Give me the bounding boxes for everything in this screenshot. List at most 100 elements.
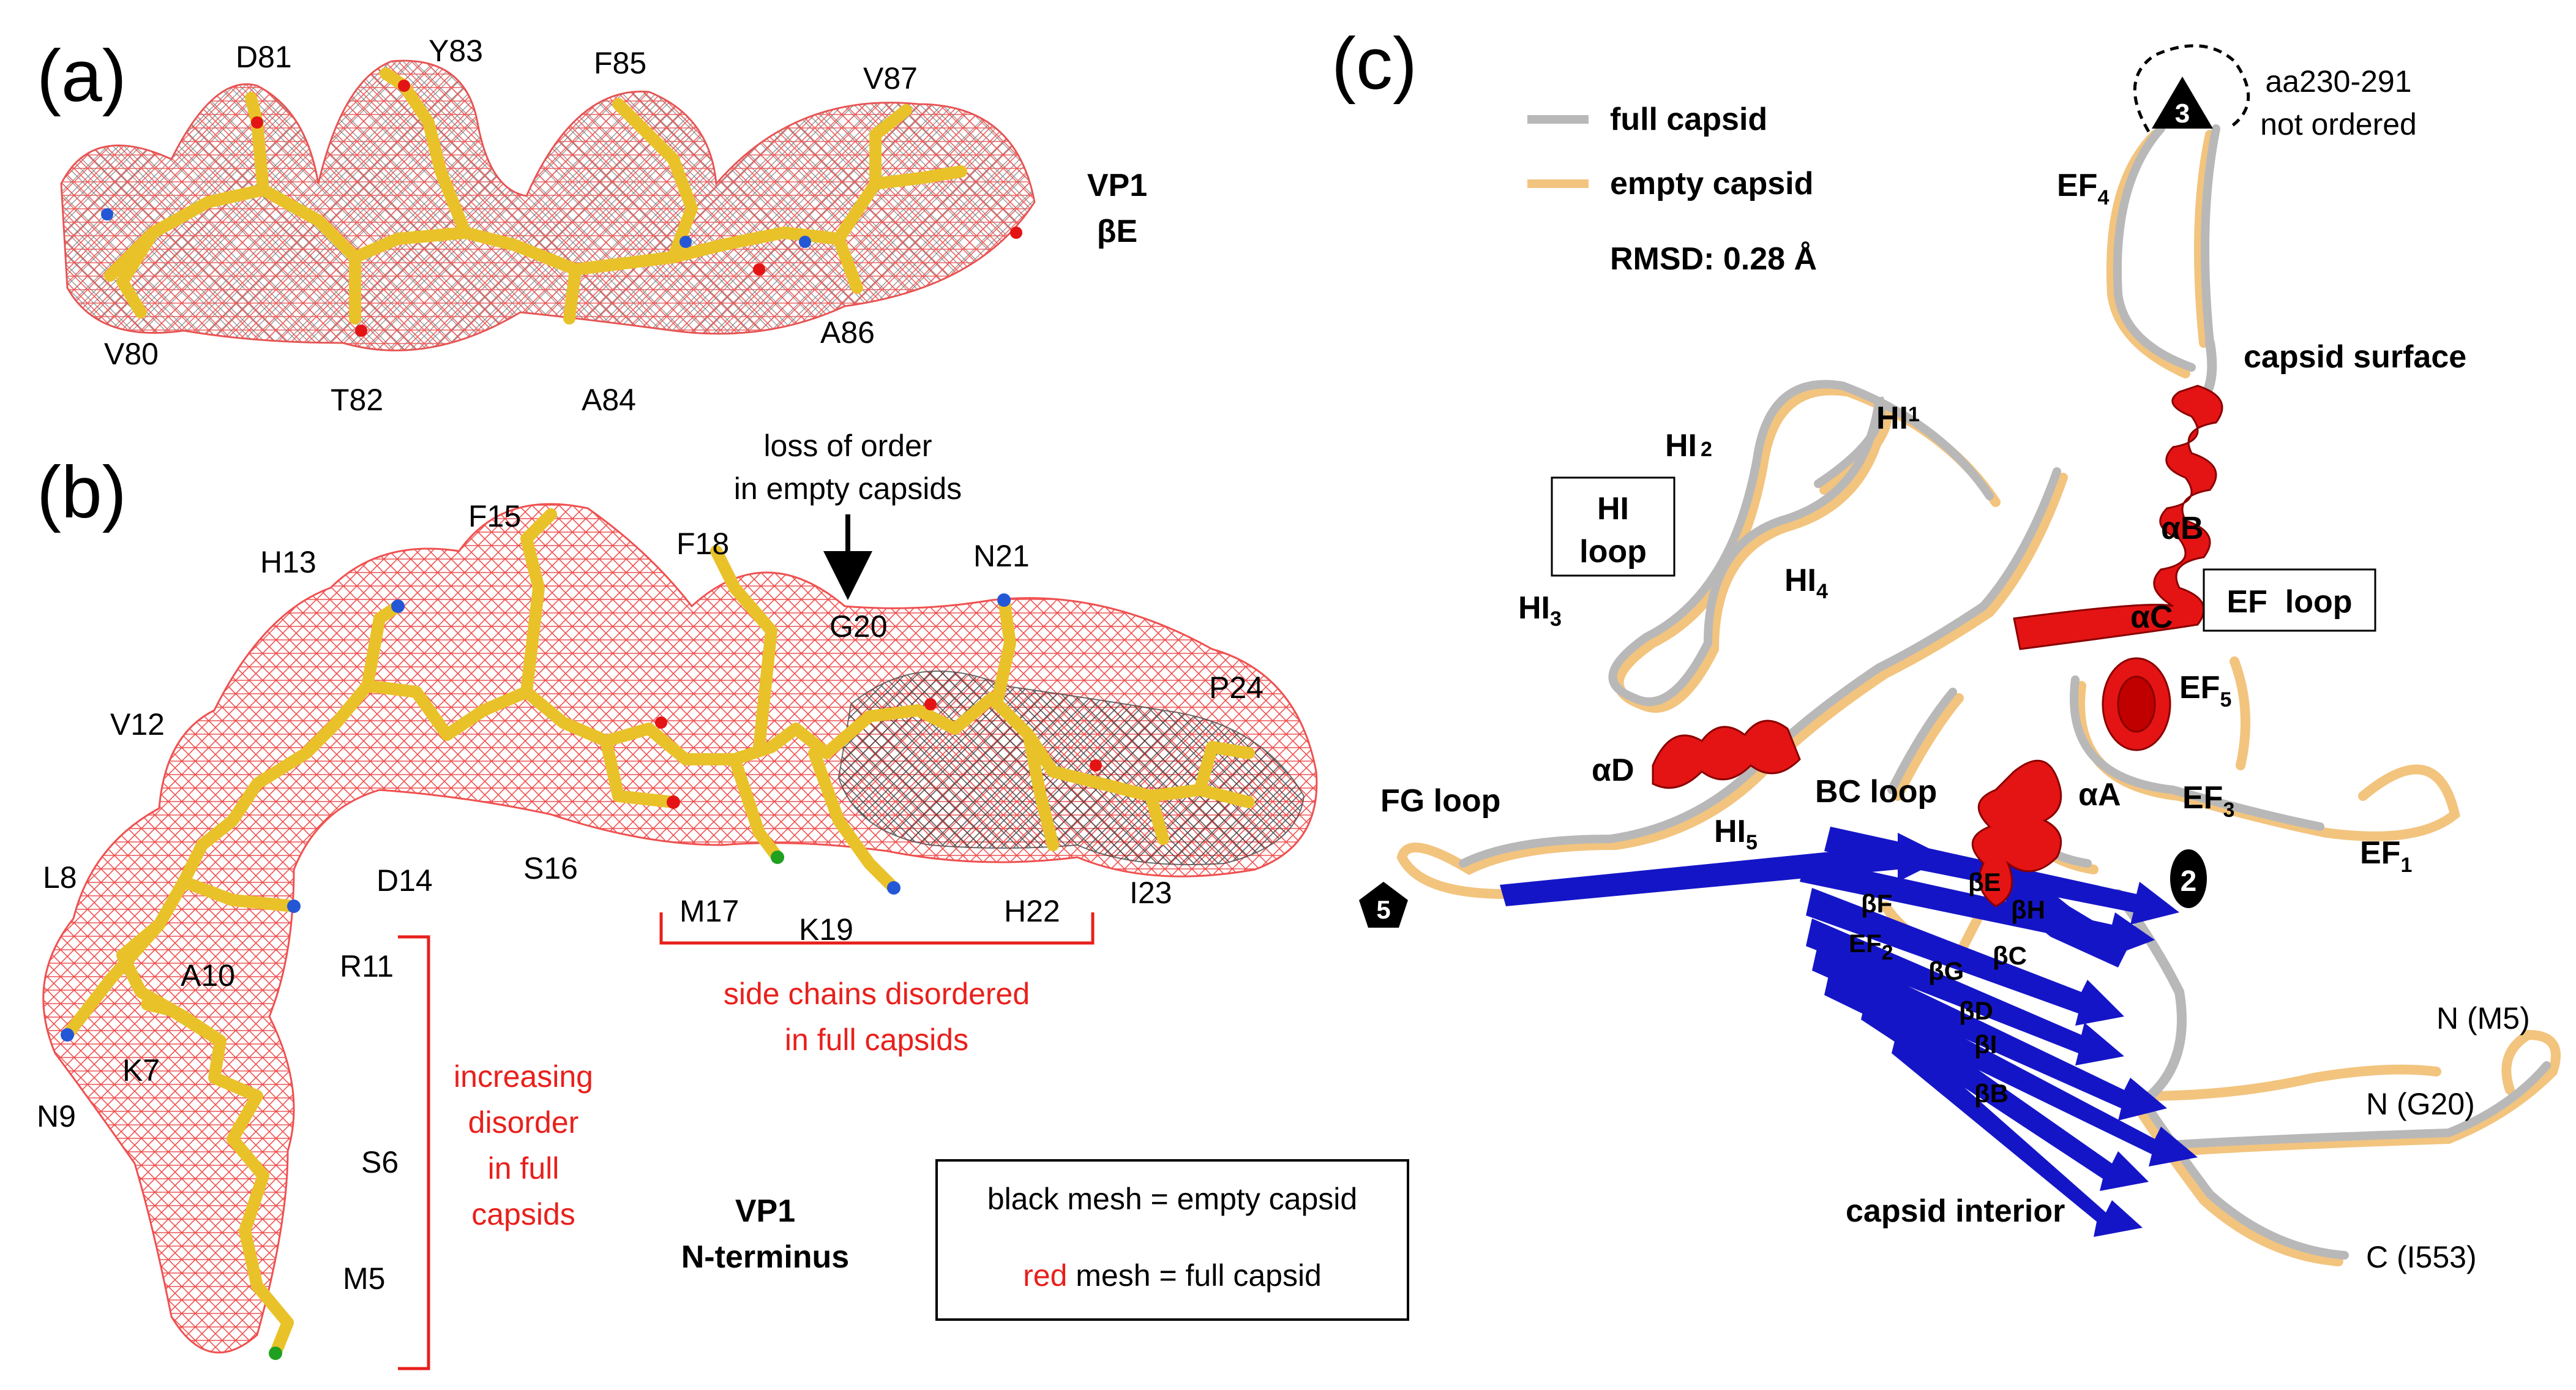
legend-red-mesh: red mesh = full capsid: [1023, 1258, 1322, 1293]
ef-loop-box: [2203, 568, 2376, 632]
loop-label: HI4: [1784, 563, 1828, 603]
disordered-region-outline: [2133, 44, 2250, 133]
residue-label: S16: [523, 851, 578, 885]
residue-label: A84: [582, 383, 636, 417]
terminus-label: C (I553): [2366, 1240, 2477, 1274]
residue-label: V87: [863, 61, 918, 96]
ef-loop-box-label: EF loop: [2226, 584, 2352, 620]
residue-label: I23: [1129, 876, 1172, 910]
loop-label: HI3: [1518, 590, 1562, 631]
panel-b-density-mesh: [42, 503, 1318, 1354]
residue-label: K19: [799, 912, 853, 947]
panel-c: (c) full capsid empty capsid RMSD: 0.28 …: [1331, 23, 2561, 1274]
loop-label: EF1: [2360, 835, 2412, 877]
terminus-label: N (G20): [2366, 1087, 2475, 1121]
residue-label: F18: [676, 527, 729, 561]
residue-label: A86: [820, 315, 875, 350]
residue-label: H13: [260, 545, 316, 579]
panel-a-backbone: [101, 67, 1022, 337]
capsid-interior-label: capsid interior: [1846, 1193, 2065, 1229]
panel-a-subtitle: βE: [1097, 214, 1137, 249]
loop-label: EF4: [2057, 168, 2109, 209]
residue-label: D81: [236, 40, 292, 74]
residue-label: N9: [37, 1099, 76, 1133]
strand-label: βD: [1959, 996, 1993, 1025]
sidechain-annotation: side chains disordered: [724, 977, 1030, 1011]
bc-loop-label: BC loop: [1815, 774, 1937, 810]
loop-label: EF3: [2182, 780, 2234, 822]
legend-full-label: full capsid: [1610, 102, 1767, 137]
panel-a-density-mesh: [60, 59, 1036, 351]
residue-label: N21: [973, 539, 1030, 573]
strand-label: βI: [1974, 1030, 1997, 1059]
residue-label: V80: [104, 337, 159, 371]
residue-label: F85: [594, 46, 646, 80]
helix-label: αA: [2078, 777, 2121, 813]
panel-b: (b): [37, 429, 1409, 1370]
terminus-label: N (M5): [2436, 1001, 2530, 1035]
strand-label: βH: [2011, 895, 2045, 924]
sidechain-bracket: [659, 912, 1095, 945]
disorder-annotation: capsids: [471, 1197, 575, 1231]
legend-empty-label: empty capsid: [1610, 166, 1813, 201]
fg-loop-label: FG loop: [1380, 783, 1500, 819]
panel-b-label: (b): [37, 451, 127, 533]
residue-label: P24: [1209, 671, 1264, 705]
panel-c-label: (c): [1331, 23, 1417, 105]
residue-label: V12: [110, 707, 165, 742]
threefold-axis-label: 3: [2175, 99, 2190, 129]
residue-label: K7: [122, 1053, 160, 1088]
disorder-annotation: disorder: [468, 1105, 579, 1140]
residue-label: T82: [331, 383, 383, 417]
disorder-annotation: increasing: [454, 1059, 593, 1094]
residue-label: A10: [181, 958, 235, 993]
residue-label: F15: [468, 499, 521, 533]
strand-label: βB: [1974, 1079, 2009, 1108]
residue-label: L8: [43, 860, 77, 895]
twofold-axis-marker: [2170, 849, 2207, 908]
fivefold-axis-marker: [1359, 882, 1408, 928]
loss-order-annotation: loss of order: [763, 429, 932, 463]
hi-loop-box: [1551, 476, 1676, 577]
panel-b-backbone: [61, 508, 1255, 1360]
sidechain-annotation: in full capsids: [785, 1023, 968, 1057]
rmsd-label: RMSD: 0.28 Å: [1610, 241, 1817, 277]
panel-b-subtitle: N-terminus: [681, 1239, 849, 1275]
panel-a: (a) D81 Y83 F85: [37, 34, 1147, 417]
fivefold-axis-label: 5: [1376, 895, 1390, 924]
loop-label: HI1: [1876, 400, 1920, 436]
panel-a-title: VP1: [1087, 168, 1147, 203]
capsid-surface-label: capsid surface: [2244, 339, 2466, 375]
legend-black-mesh: black mesh = empty capsid: [987, 1182, 1357, 1216]
strand-label: βF: [1861, 889, 1892, 918]
residue-label: G20: [829, 609, 888, 644]
strand-label: βE: [1968, 868, 2001, 896]
threefold-axis-marker: [2152, 77, 2213, 129]
residue-label: S6: [361, 1145, 399, 1179]
residue-label: H22: [1004, 894, 1060, 928]
disorder-annotation: in full: [488, 1151, 560, 1185]
loop-label: EF5: [2179, 670, 2231, 712]
residue-label: M5: [343, 1261, 385, 1296]
residue-label: D14: [376, 863, 433, 898]
strand-label: βC: [1993, 941, 2027, 970]
residue-label: R11: [340, 949, 394, 983]
alpha-helices: [1652, 385, 2223, 907]
panel-b-title: VP1: [735, 1193, 795, 1229]
helix-label: αB: [2161, 511, 2204, 546]
mesh-legend-box: [935, 1159, 1409, 1321]
disorder-bracket: [398, 935, 430, 1370]
loss-order-annotation: in empty capsids: [734, 471, 962, 506]
unordered-annotation: aa230-291: [2265, 64, 2411, 99]
loop-label: EF2: [1849, 929, 1893, 964]
residue-label: Y83: [429, 34, 483, 68]
strand-label: βG: [1928, 956, 1964, 985]
panel-a-label: (a): [37, 35, 127, 117]
helix-label: αC: [2130, 599, 2173, 635]
hi-loop-box-label: loop: [1579, 534, 1647, 569]
helix-label: αD: [1592, 753, 1634, 788]
twofold-axis-label: 2: [2181, 865, 2197, 898]
hi-loop-box-label: HI: [1597, 491, 1629, 527]
